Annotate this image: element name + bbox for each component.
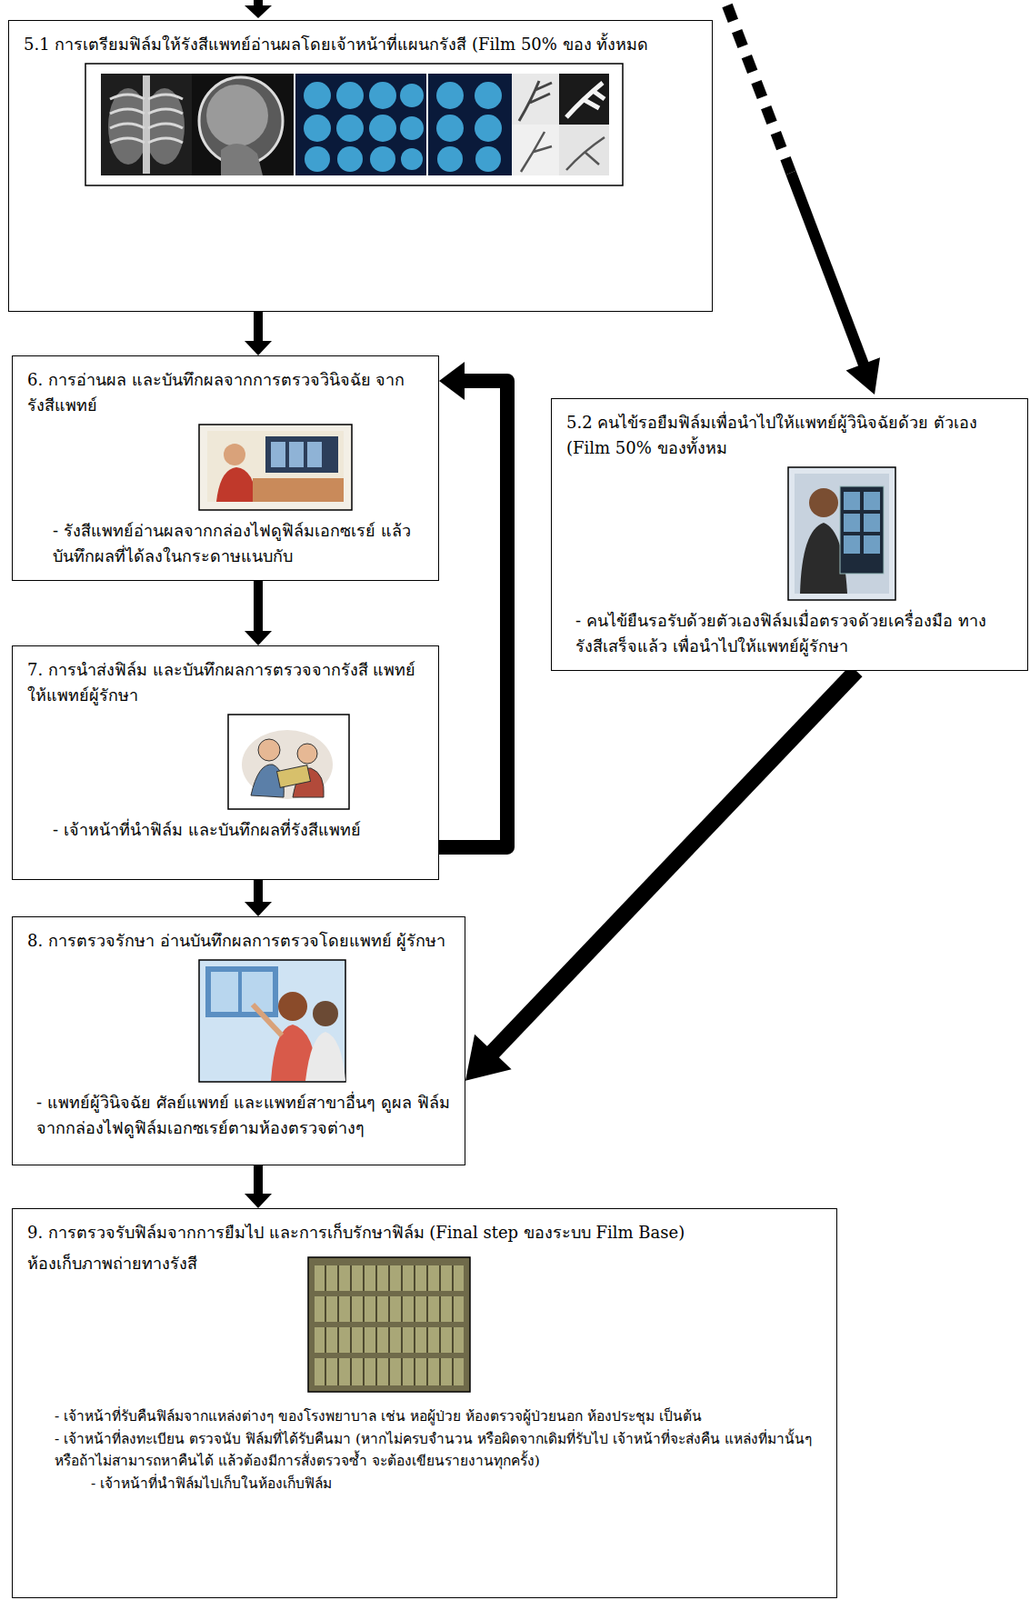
film-storage-photo (307, 1256, 471, 1393)
process-box: 6. การอ่านผล และบันทึกผลจากการตรวจวินิจฉ… (11, 355, 440, 581)
process-box: 5.1 การเตรียมฟิล์มให้รังสีแพทย์อ่านผลโดย… (8, 20, 713, 312)
thumbnail-frame (84, 62, 698, 187)
dotted-arrow (727, 5, 880, 395)
arrow-head (465, 1034, 512, 1081)
step-text: - เจ้าหน้าที่ลงทะเบียน ตรวจนับ ฟิล์มที่ไ… (27, 1428, 822, 1474)
thumbnail-frame (198, 423, 424, 511)
arrow-shaft (439, 380, 508, 848)
arrow-head (439, 361, 465, 400)
flow-arrow (465, 670, 857, 1081)
flow-arrow (244, 880, 272, 917)
step-heading: 5.2 คนไข้รอยืมฟิล์มเพื่อนำไปให้แพทย์ผู้ว… (566, 410, 1013, 461)
physicians-photo (198, 959, 347, 1083)
step-text: - คนไข้ยืนรอรับด้วยตัวเองฟิล์มเมื่อตรวจด… (566, 608, 1013, 660)
step-text: ห้องเก็บภาพถ่ายทางรังสี (27, 1250, 300, 1277)
step-heading: 9. การตรวจรับฟิล์มจากการยืมไป และการเก็บ… (27, 1220, 822, 1246)
arrow-head (244, 630, 272, 646)
delivery-cartoon (227, 713, 350, 810)
step-text: - เจ้าหน้าที่รับคืนฟิล์มจากแหล่งต่างๆ ขอ… (27, 1405, 822, 1429)
flow-arrow (244, 311, 272, 356)
flow-arrow (244, 1165, 272, 1209)
arrow-head (244, 1193, 272, 1209)
text-row: ห้องเก็บภาพถ่ายทางรังสี (27, 1250, 822, 1400)
arrow-head (244, 340, 272, 356)
step-text: - เจ้าหน้าที่นำฟิล์ม และบันทึกผลที่รังสี… (27, 817, 424, 843)
thumbnail-frame (198, 959, 450, 1083)
patient-photo (787, 466, 897, 601)
flow-arrow (244, 580, 272, 646)
step-heading: 5.1 การเตรียมฟิล์มให้รังสีแพทย์อ่านผลโดย… (23, 31, 698, 58)
incoming-arrow (244, 0, 272, 19)
step-text: - รังสีแพทย์อ่านผลจากกล่องไฟดูฟิล์มเอกซเ… (27, 518, 424, 570)
arrow-shaft (492, 670, 857, 1053)
radiologist-photo (198, 423, 353, 511)
process-box: 7. การนำส่งฟิล์ม และบันทึกผลการตรวจจากรั… (11, 645, 440, 880)
arrow-shaft (253, 1165, 263, 1195)
step-heading: 8. การตรวจรักษา อ่านบันทึกผลการตรวจโดยแพ… (27, 928, 450, 954)
process-box: 5.2 คนไข้รอยืมฟิล์มเพื่อนำไปให้แพทย์ผู้ว… (550, 398, 1029, 671)
process-box: 9. การตรวจรับฟิล์มจากการยืมไป และการเก็บ… (11, 1208, 838, 1599)
imaging-collage (84, 62, 624, 187)
thumbnail-frame (787, 466, 1013, 601)
step-text: - แพทย์ผู้วินิจฉัย ศัลย์แพทย์ และแพทย์สา… (27, 1090, 450, 1141)
thumbnail-frame (227, 713, 424, 810)
arrow-head (244, 901, 272, 917)
step-heading: 6. การอ่านผล และบันทึกผลจากการตรวจวินิจฉ… (27, 367, 424, 419)
arrow-shaft (253, 311, 263, 342)
process-box: 8. การตรวจรักษา อ่านบันทึกผลการตรวจโดยแพ… (11, 916, 466, 1166)
arrow-shaft (253, 580, 263, 632)
step-text: - เจ้าหน้าที่นำฟิล์มไปเก็บในห้องเก็บฟิล์… (27, 1472, 822, 1496)
step-heading: 7. การนำส่งฟิล์ม และบันทึกผลการตรวจจากรั… (27, 657, 424, 709)
thumbnail-frame (307, 1256, 471, 1393)
flow-arrow (439, 361, 508, 848)
arrow-shaft (253, 880, 263, 903)
